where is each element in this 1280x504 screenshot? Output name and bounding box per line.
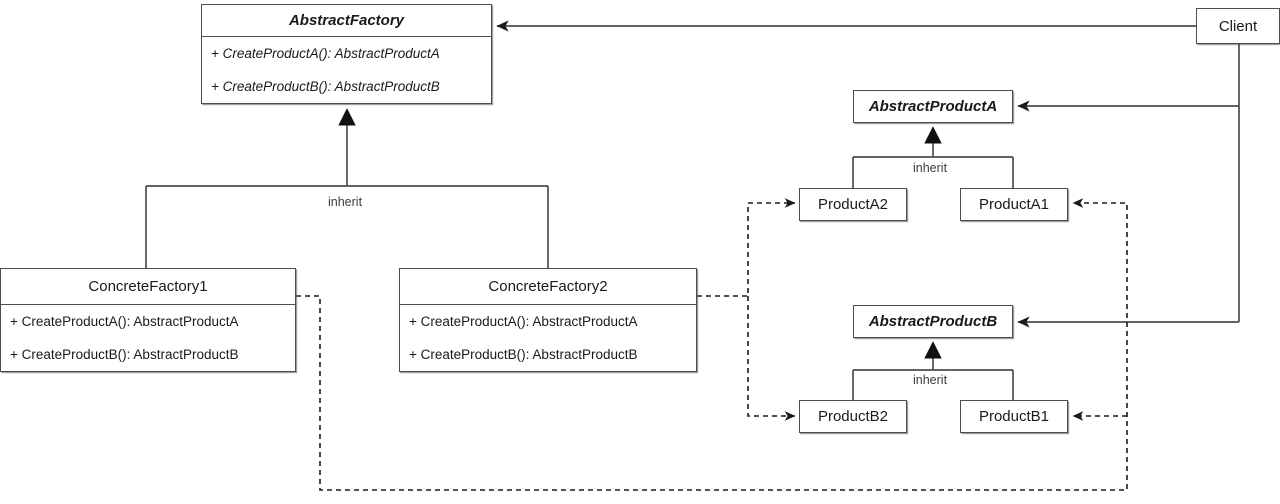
edge-label-factory-inherit: inherit [324, 195, 367, 209]
class-title: ProductA2 [817, 196, 889, 213]
class-title: ProductB1 [978, 408, 1050, 425]
class-title: AbstractFactory [202, 5, 491, 37]
class-member: + CreateProductB(): AbstractProductB [409, 347, 638, 362]
class-title: ProductB2 [817, 408, 889, 425]
class-member: + CreateProductA(): AbstractProductA [409, 314, 638, 329]
edge-concretefactory2-to-productb2 [747, 296, 796, 421]
class-title: ConcreteFactory1 [1, 269, 295, 305]
class-member: + CreateProductB(): AbstractProductB [10, 347, 239, 362]
class-client[interactable]: Client [1196, 8, 1280, 44]
class-concrete-factory-2[interactable]: ConcreteFactory2 + CreateProductA(): Abs… [399, 268, 697, 372]
edge-producta-inherit [852, 128, 1014, 190]
class-title: ConcreteFactory2 [400, 269, 696, 305]
edge-factories-inherit [145, 110, 549, 268]
class-product-b1[interactable]: ProductB1 [960, 400, 1068, 433]
class-abstract-factory[interactable]: AbstractFactory + CreateProductA(): Abst… [201, 4, 492, 104]
class-abstract-product-a[interactable]: AbstractProductA [853, 90, 1013, 123]
class-product-a1[interactable]: ProductA1 [960, 188, 1068, 221]
class-abstract-product-b[interactable]: AbstractProductB [853, 305, 1013, 338]
edge-concretefactory2-to-producta2 [697, 198, 796, 297]
class-title: AbstractProductB [868, 313, 998, 330]
class-member: + CreateProductA(): AbstractProductA [211, 46, 440, 61]
edge-productb-inherit [852, 343, 1014, 402]
edge-concretefactory1-to-producta1 [296, 198, 1128, 491]
class-title: ProductA1 [978, 196, 1050, 213]
edge-label-productb-inherit: inherit [909, 373, 952, 387]
edge-label-producta-inherit: inherit [909, 161, 952, 175]
class-product-b2[interactable]: ProductB2 [799, 400, 907, 433]
class-title: AbstractProductA [868, 98, 998, 115]
class-member: + CreateProductB(): AbstractProductB [211, 79, 440, 94]
class-member: + CreateProductA(): AbstractProductA [10, 314, 239, 329]
class-product-a2[interactable]: ProductA2 [799, 188, 907, 221]
class-concrete-factory-1[interactable]: ConcreteFactory1 + CreateProductA(): Abs… [0, 268, 296, 372]
class-title: Client [1218, 17, 1258, 35]
